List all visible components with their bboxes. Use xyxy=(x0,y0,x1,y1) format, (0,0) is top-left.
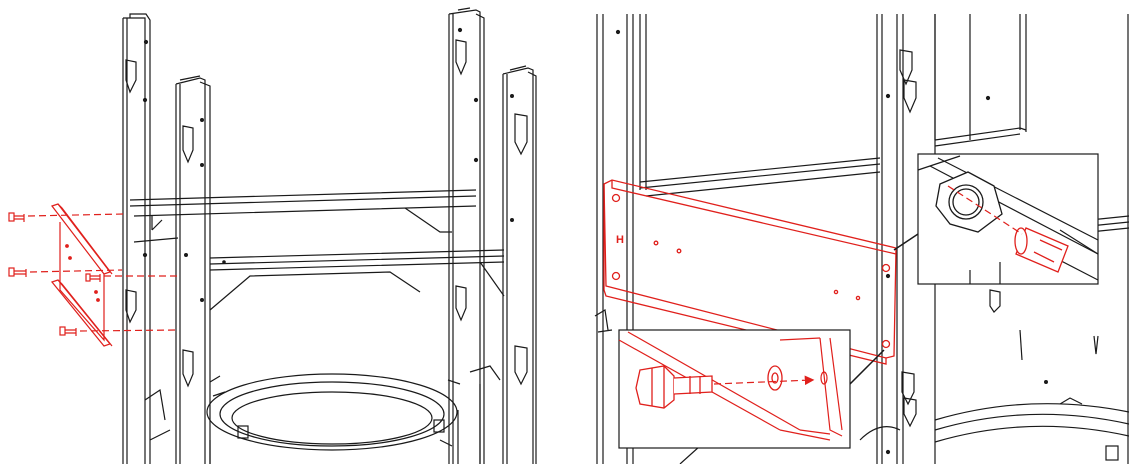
bolt-icon xyxy=(8,212,24,222)
bracket-plate xyxy=(50,203,113,347)
left-panel xyxy=(122,7,537,464)
assembly-arrow xyxy=(27,213,125,217)
post-front-right xyxy=(502,65,537,464)
post-back-left xyxy=(122,13,151,464)
mounting-hole xyxy=(820,371,828,385)
post-front-left xyxy=(175,75,211,464)
post-right-center xyxy=(876,14,936,464)
post-back-right xyxy=(448,7,485,464)
bolt-icon xyxy=(59,326,76,336)
detail-callout-bolt xyxy=(618,329,851,449)
plate-label: H xyxy=(616,234,624,246)
base-ring xyxy=(144,365,501,464)
bolt-icon xyxy=(635,365,713,409)
crossbar-upper xyxy=(129,189,477,243)
crossbar-lower xyxy=(209,249,505,311)
bolt-icon xyxy=(85,273,100,282)
callout-leader xyxy=(849,349,885,385)
assembly-arrow xyxy=(79,329,179,332)
bolt-icon xyxy=(8,267,26,277)
frame-right xyxy=(989,14,1129,464)
post-right-left xyxy=(596,14,634,464)
detail-callout-nut xyxy=(917,153,1099,285)
nut-icon xyxy=(935,171,1003,233)
assembly-arrow xyxy=(713,375,815,386)
right-panel xyxy=(594,14,1129,464)
assembly-arrow xyxy=(947,185,1023,235)
bracket-attach-left xyxy=(8,203,179,347)
washer-icon xyxy=(767,365,783,391)
bolt-icon xyxy=(1014,227,1069,273)
callout-leader xyxy=(893,233,919,251)
assembly-arrow xyxy=(29,269,123,273)
